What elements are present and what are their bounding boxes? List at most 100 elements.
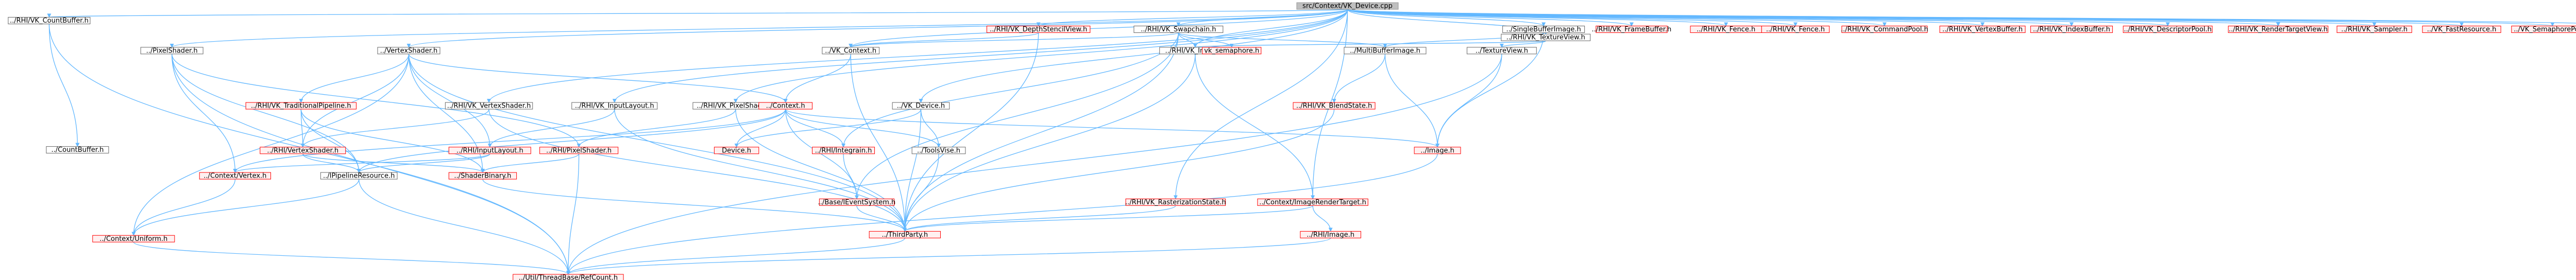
graph-node-rhi-inputlayout-m[interactable]: ../RHI/InputLayout.h: [448, 147, 531, 154]
node-label: ../VK_SemaphorePool.h: [2514, 26, 2576, 33]
node-box: [2030, 25, 2113, 33]
graph-node-commandpool[interactable]: ../RHI/VK_CommandPool.h: [1841, 25, 1928, 33]
node-box: [92, 235, 175, 242]
graph-node-context-uniform[interactable]: ../Context/Uniform.h: [92, 235, 175, 243]
graph-node-rhi-traditional[interactable]: ../RHI/VK_TraditionalPipeline.h: [245, 102, 357, 110]
dependency-edge-texture-view-to-textureview: [1499, 40, 1546, 48]
dependency-edge-multibufferimage-to-rhi-blendstate: [1332, 54, 1386, 103]
graph-node-fenceb[interactable]: ../RHI/VK_Fence.h: [1761, 25, 1830, 33]
graph-node-rhi-pixelshader-m[interactable]: ../RHI/PixelShader.h: [539, 147, 619, 154]
graph-node-thirdparty[interactable]: ../ThirdParty.h: [869, 231, 941, 239]
graph-node-pixelshader[interactable]: ../PixelShader.h: [140, 47, 204, 55]
node-box: [46, 146, 109, 154]
node-label: ../Context/Vertex.h: [204, 172, 266, 180]
node-box: [1414, 147, 1461, 154]
graph-node-vk-semaphore[interactable]: vk_semaphore.h: [1202, 47, 1262, 55]
node-box: [1293, 102, 1376, 110]
graph-node-textureview[interactable]: ../TextureView.h: [1466, 47, 1537, 55]
node-label: ../RHI/VK_Sampler.h: [2341, 26, 2408, 33]
dependency-edge-context-vertex-to-context-uniform: [131, 179, 236, 236]
graph-node-rasterization[interactable]: ../RHI/VK_RasterizationState.h: [1125, 198, 1226, 206]
graph-node-image-h[interactable]: ../Image.h: [1414, 147, 1461, 154]
graph-node-pipelineresource[interactable]: ../IPipelineResource.h: [320, 172, 398, 180]
graph-node-sampler[interactable]: ../RHI/VK_Sampler.h: [2336, 25, 2412, 33]
node-box: [1761, 25, 1830, 33]
dependency-edge-root-to-depthstencilview: [1036, 9, 1348, 27]
dependency-edge-root-to-rhi-pixelshader: [733, 9, 1348, 103]
dependency-edge-vk-context-to-context-h: [783, 54, 851, 103]
dependency-edge-vertexshader-to-context-uniform: [131, 54, 410, 236]
node-box: [892, 102, 950, 110]
dependency-edge-rhi-integrain-to-eventsystem: [843, 153, 859, 200]
dependency-edge-swapchain-to-vk-context: [849, 32, 1179, 48]
graph-node-countbuffer2[interactable]: ../CountBuffer.h: [46, 146, 109, 154]
graph-node-rhi-blendstate[interactable]: ../RHI/VK_BlendState.h: [1293, 102, 1376, 110]
graph-node-rhi-vertexshader[interactable]: ../RHI/VK_VertexShader.h: [445, 102, 533, 110]
node-box: [2228, 25, 2329, 33]
dependency-edge-rhi-pixelshader-to-rhi-pixelshader-m: [577, 109, 736, 148]
graph-node-fence[interactable]: ../RHI/VK_Fence.h: [1690, 25, 1762, 33]
graph-node-rhi-integrain[interactable]: ../RHI/Integrain.h: [812, 147, 875, 154]
graph-node-rhi-vertexshader-m[interactable]: ../RHI/VertexShader.h: [260, 147, 346, 154]
dependency-edge-rhi-vertexshader-to-rhi-vertexshader-m: [300, 109, 489, 148]
graph-node-countbuffer[interactable]: ../RHI/VK_CountBuffer.h: [8, 17, 91, 25]
dependency-edge-rhi-image2-to-threadrefcount: [566, 237, 1331, 275]
graph-node-rhi-inputlayout[interactable]: ../RHI/VK_InputLayout.h: [571, 102, 658, 110]
dependency-edge-toolsvise-to-thirdparty: [903, 153, 939, 232]
graph-node-vk-context[interactable]: ../VK_Context.h: [822, 47, 880, 55]
node-label: ../RHI/VK_VertexShader.h: [447, 102, 531, 110]
node-box: [1133, 25, 1224, 33]
graph-node-root[interactable]: src/Context/VK_Device.cpp: [1296, 2, 1399, 10]
dependency-edge-pixelshader-to-context-vertex: [171, 54, 238, 173]
graph-node-threadrefcount[interactable]: ../Util/ThreadBase/RefCount.h: [513, 274, 624, 280]
graph-node-rhi-pixelshader[interactable]: ../RHI/VK_PixelShader.h: [692, 102, 779, 110]
dependency-edge-rhi-traditional-to-pipelineresource: [300, 109, 361, 173]
node-label: ../VertexShader.h: [380, 47, 438, 55]
dependency-edge-context-h-to-image-h: [785, 109, 1439, 148]
node-box: [1257, 198, 1368, 206]
graph-node-shaderbinary[interactable]: ../ShaderBinary.h: [448, 172, 517, 180]
graph-node-singlebufferimage[interactable]: ../SingleBufferImage.h: [1502, 25, 1585, 33]
graph-node-texture-view[interactable]: ../RHI/VK_TextureView.h: [1501, 33, 1591, 42]
graph-node-descriptorpool[interactable]: ../RHI/VK_DescriptorPool.h: [2123, 25, 2213, 33]
node-box: [513, 274, 624, 280]
graph-node-toolsvise[interactable]: ../ToolsVise.h: [911, 147, 966, 154]
graph-node-device-h[interactable]: Device.h: [714, 147, 759, 154]
node-label: ../VK_Device.h: [897, 102, 945, 110]
graph-node-vertexbuffer[interactable]: ../RHI/VK_VertexBuffer.h: [1939, 25, 2026, 33]
graph-node-fastresource[interactable]: ../VK_FastResource.h: [2422, 25, 2501, 33]
node-box: [2123, 25, 2213, 33]
node-label: src/Context/VK_Device.cpp: [1302, 3, 1393, 10]
node-box: [2336, 25, 2412, 33]
node-box: [714, 147, 759, 154]
graph-node-eventsystem[interactable]: ../Base/IEventSystem.h: [818, 198, 896, 206]
graph-node-imagerendertarget[interactable]: ../Context/ImageRenderTarget.h: [1257, 198, 1368, 206]
node-box: [1841, 25, 1928, 33]
graph-node-multibufferimage[interactable]: ../MultiBufferImage.h: [1344, 47, 1427, 55]
dependency-edge-root-to-vk-device-h: [919, 9, 1348, 103]
node-label: ../RHI/Integrain.h: [815, 147, 872, 154]
node-layer: src/Context/VK_Device.cpp ../RHI/VK_Count…: [8, 2, 2576, 280]
dependency-edge-rhi-pixelshader-m-to-threadrefcount: [566, 153, 580, 275]
graph-node-vk-device-h[interactable]: ../VK_Device.h: [892, 102, 950, 110]
dependency-edge-rhi-image-to-thirdparty: [903, 54, 1196, 232]
dependency-edge-image-h-to-threadrefcount: [566, 153, 1438, 275]
graph-node-swapchain[interactable]: ../RHI/VK_Swapchain.h: [1133, 25, 1224, 33]
dependency-edge-rhi-inputlayout-m-to-pipelineresource: [357, 153, 490, 173]
graph-node-semaphorepool[interactable]: ../VK_SemaphorePool.h: [2511, 25, 2576, 33]
dependency-edge-vertexshader-to-rhi-vertexshader-m: [300, 54, 410, 148]
graph-node-context-h[interactable]: ../Context.h: [758, 102, 813, 110]
graph-node-depthstencilview[interactable]: ../RHI/VK_DepthStencilView.h: [986, 25, 1091, 33]
node-label: ../SingleBufferImage.h: [1506, 26, 1581, 33]
dependency-edge-root-to-countbuffer: [48, 9, 1348, 18]
dependency-edge-pixelshader-to-pipelineresource: [171, 54, 361, 173]
dependency-edge-rhi-image-to-imagerendertarget: [1195, 54, 1315, 200]
graph-node-rhi-image2[interactable]: ../RHI/Image.h: [1300, 231, 1361, 239]
graph-node-context-vertex[interactable]: ../Context/Vertex.h: [199, 172, 272, 180]
graph-node-vertexshader[interactable]: ../VertexShader.h: [377, 47, 440, 55]
node-label: ../RHI/VK_IndexBuffer.h: [2033, 26, 2110, 33]
graph-node-framebuffer[interactable]: ../RHI/VK_FrameBuffer.h: [1592, 25, 1672, 33]
graph-node-rendertargetview[interactable]: ../RHI/VK_RenderTargetView.h: [2228, 25, 2329, 33]
graph-node-indexbuffer[interactable]: ../RHI/VK_IndexBuffer.h: [2030, 25, 2113, 33]
dependency-edge-vk-device-h-to-thirdparty: [903, 109, 922, 232]
